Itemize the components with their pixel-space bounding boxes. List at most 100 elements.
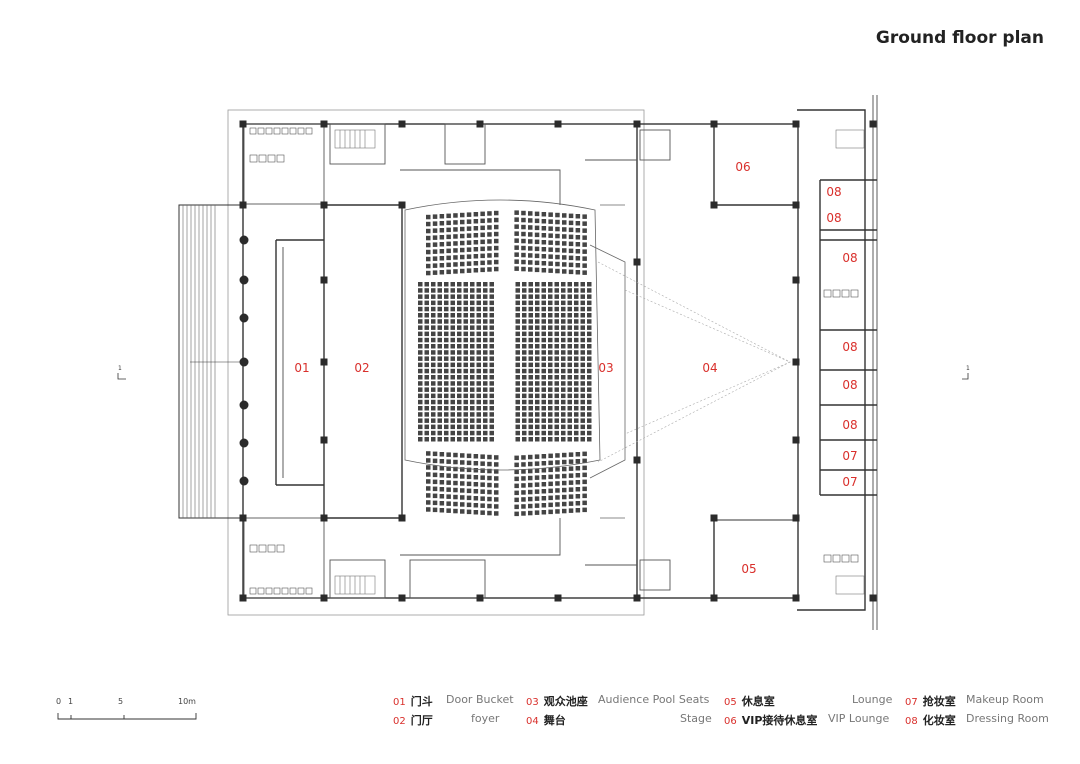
- seat: [522, 294, 527, 299]
- seat: [541, 261, 547, 266]
- legend-num: 03: [526, 697, 539, 708]
- seat: [522, 412, 527, 417]
- seat: [466, 219, 472, 224]
- entrance-steps: [178, 204, 244, 519]
- seat: [470, 362, 475, 368]
- seat: [432, 465, 438, 471]
- toilet-stall: [276, 154, 285, 163]
- seat: [587, 300, 592, 306]
- seat: [582, 263, 587, 268]
- seat: [541, 294, 546, 299]
- seat: [446, 480, 451, 485]
- seat: [460, 488, 465, 493]
- seat: [555, 240, 560, 246]
- room-label-07b: 07: [842, 475, 857, 489]
- toilet-stall: [267, 154, 276, 163]
- seat: [568, 248, 574, 254]
- seat: [463, 331, 468, 337]
- seat: [534, 211, 540, 217]
- seat: [444, 399, 449, 405]
- seat: [562, 480, 567, 486]
- seat: [444, 418, 449, 423]
- seat: [418, 282, 423, 287]
- seat: [432, 249, 438, 254]
- seat: [522, 344, 527, 349]
- column: [554, 120, 562, 128]
- seat: [534, 482, 540, 487]
- seat: [450, 430, 455, 436]
- seat: [561, 412, 566, 417]
- seat: [424, 430, 429, 436]
- seat: [437, 362, 442, 368]
- seat: [528, 306, 533, 312]
- seat: [561, 306, 566, 312]
- seat: [575, 242, 581, 247]
- seat: [541, 430, 546, 436]
- seat: [587, 375, 592, 380]
- seat: [437, 430, 442, 436]
- seat: [453, 234, 458, 239]
- seat: [460, 467, 465, 472]
- seat: [514, 469, 519, 475]
- round-column: [239, 400, 249, 410]
- seat: [541, 306, 546, 312]
- seat: [548, 474, 553, 480]
- room-label-05: 05: [741, 562, 756, 576]
- seat: [562, 501, 567, 507]
- seat: [567, 294, 572, 299]
- seat: [567, 375, 572, 380]
- seat: [470, 393, 475, 399]
- seat: [494, 469, 499, 474]
- seat: [568, 213, 574, 219]
- seat: [473, 212, 479, 217]
- seat: [424, 375, 429, 380]
- seat: [522, 362, 527, 368]
- seat: [561, 375, 566, 380]
- seat: [494, 476, 499, 481]
- seat: [568, 459, 574, 464]
- seat: [548, 362, 553, 368]
- seat: [483, 387, 488, 392]
- seat: [432, 214, 438, 219]
- seat: [424, 387, 429, 392]
- seat: [561, 300, 566, 306]
- seat: [439, 459, 445, 464]
- seat: [541, 418, 546, 423]
- column: [320, 436, 328, 444]
- seat: [450, 288, 455, 293]
- seat: [480, 503, 485, 508]
- seat: [431, 412, 436, 417]
- seat: [470, 337, 475, 343]
- seat: [528, 503, 533, 509]
- seat: [587, 387, 592, 392]
- seat: [528, 294, 533, 299]
- seat: [426, 249, 431, 255]
- seat: [561, 387, 566, 392]
- seat: [515, 362, 520, 368]
- seat: [453, 473, 458, 479]
- seat: [528, 267, 533, 272]
- seat: [528, 331, 533, 337]
- seat: [476, 399, 481, 405]
- seat: [450, 356, 455, 361]
- seat: [444, 406, 449, 411]
- seat: [548, 212, 553, 217]
- seat: [489, 437, 494, 442]
- seat: [494, 252, 499, 258]
- toilet-stall: [289, 127, 297, 135]
- seat: [561, 393, 566, 399]
- legend-zh: 休息室: [741, 695, 775, 708]
- seat: [567, 430, 572, 436]
- seat: [466, 233, 472, 238]
- seat: [439, 480, 445, 485]
- toilet-stall: [267, 544, 276, 553]
- seat: [555, 261, 560, 267]
- toilet-stall: [297, 127, 305, 135]
- seat: [487, 489, 492, 495]
- seat: [582, 479, 587, 485]
- seat: [450, 350, 455, 355]
- seat: [574, 356, 579, 361]
- seat: [480, 253, 485, 259]
- seat: [548, 393, 553, 399]
- seat: [514, 252, 519, 257]
